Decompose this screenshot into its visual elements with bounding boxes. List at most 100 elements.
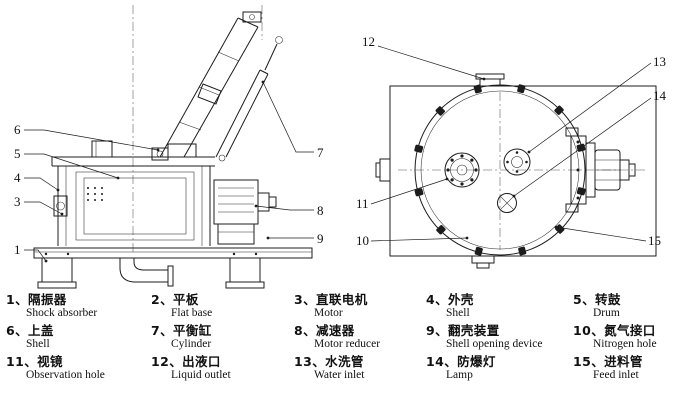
open-lid-drawing <box>151 11 262 161</box>
callout-3: 3 <box>14 194 21 209</box>
legend-num-8: 8、 <box>294 323 316 338</box>
legend-item-10: 10、氮气接口 Nitrogen hole <box>573 323 676 351</box>
callout-14: 14 <box>653 88 667 103</box>
legend-item-9: 9、翻壳装置 Shell opening device <box>426 323 573 351</box>
legend-num-10: 10、 <box>573 323 605 338</box>
legend-item-5: 5、转鼓 Drum <box>573 292 676 320</box>
lid-hinge <box>151 147 169 161</box>
legend-zh-3: 3、直联电机 <box>294 292 426 307</box>
legend-item-15: 15、进料管 Feed inlet <box>573 354 676 382</box>
deck-drawing <box>51 140 215 167</box>
legend-item-13: 13、水洗管 Water inlet <box>294 354 426 382</box>
legend-zh-9: 9、翻壳装置 <box>426 323 573 338</box>
shell-opening-device-drawing <box>565 127 636 213</box>
callout-12: 12 <box>362 34 375 49</box>
callout-15: 15 <box>648 233 661 248</box>
callout-4: 4 <box>14 170 21 185</box>
side-view-drawing: 6 5 4 3 1 7 8 9 <box>14 5 324 289</box>
legend-en-4: Shell <box>446 307 470 319</box>
legend-zh-11: 11、视镜 <box>6 354 151 369</box>
side-view-callouts: 6 5 4 3 1 7 8 9 <box>14 80 324 263</box>
legend-num-13: 13、 <box>294 354 326 369</box>
observation-window <box>53 195 68 217</box>
legend-num-12: 12、 <box>151 354 183 369</box>
legend-num-5: 5、 <box>573 292 595 307</box>
legend-num-11: 11、 <box>6 354 38 369</box>
legend-item-6: 6、上盖 Shell <box>6 323 151 351</box>
bottom-flange-tab <box>471 255 495 269</box>
rim-clamps <box>414 84 586 256</box>
legend-zh-label-4: 外壳 <box>448 292 474 307</box>
legend-zh-4: 4、外壳 <box>426 292 573 307</box>
legend-zh-label-12: 出液口 <box>182 354 221 369</box>
balance-cylinder-drawing <box>215 36 283 162</box>
legend-zh-8: 8、减速器 <box>294 323 426 338</box>
legend-zh-6: 6、上盖 <box>6 323 151 338</box>
callout-8: 8 <box>317 203 324 218</box>
legend-zh-label-13: 水洗管 <box>325 354 364 369</box>
callout-5: 5 <box>14 146 21 161</box>
legend-en-2: Flat base <box>171 307 213 319</box>
perforation-dots <box>87 187 103 201</box>
legend-zh-label-15: 进料管 <box>604 354 643 369</box>
legend-zh-label-5: 转鼓 <box>595 292 621 307</box>
legend-item-8: 8、减速器 Motor reducer <box>294 323 426 351</box>
shock-absorber-right <box>229 257 261 283</box>
legend-zh-label-6: 上盖 <box>28 323 54 338</box>
motor-reducer-drawing <box>213 179 277 245</box>
machine-body-drawing <box>53 166 211 246</box>
legend-num-7: 7、 <box>151 323 173 338</box>
callout-1: 1 <box>14 242 21 257</box>
legend-en-9: Shell opening device <box>446 338 543 350</box>
legend-zh-label-1: 隔振器 <box>28 292 67 307</box>
legend-zh-label-10: 氮气接口 <box>604 323 656 338</box>
legend-zh-10: 10、氮气接口 <box>573 323 676 338</box>
callout-11: 11 <box>356 196 369 211</box>
legend-en-6: Shell <box>26 338 50 350</box>
callout-10: 10 <box>356 233 369 248</box>
wash-pipe-port <box>497 193 517 213</box>
top-view-drawing: 12 13 14 11 10 15 <box>356 34 667 269</box>
legend-num-3: 3、 <box>294 292 316 307</box>
legend-item-11: 11、视镜 Observation hole <box>6 354 151 382</box>
legend-en-12: Liquid outlet <box>171 369 231 381</box>
legend-en-15: Feed inlet <box>593 369 639 381</box>
legend-num-15: 15、 <box>573 354 605 369</box>
outlet-pipe <box>119 258 168 283</box>
parts-legend: 1、隔振器 Shock absorber 2、平板 Flat base 3、直联… <box>6 292 676 382</box>
callout-13: 13 <box>653 54 666 69</box>
callout-9: 9 <box>317 231 324 246</box>
legend-zh-label-3: 直联电机 <box>316 292 368 307</box>
shell-outline <box>389 85 657 257</box>
legend-en-11: Observation hole <box>26 369 105 381</box>
legend-zh-1: 1、隔振器 <box>6 292 151 307</box>
legend-item-7: 7、平衡缸 Cylinder <box>151 323 294 351</box>
legend-zh-12: 12、出液口 <box>151 354 294 369</box>
legend-en-5: Drum <box>593 307 620 319</box>
legend-zh-13: 13、水洗管 <box>294 354 426 369</box>
legend-en-3: Motor <box>314 307 343 319</box>
legend-num-2: 2、 <box>151 292 173 307</box>
legend-zh-label-2: 平板 <box>173 292 199 307</box>
legend-en-10: Nitrogen hole <box>593 338 657 350</box>
top-view-callouts: 12 13 14 11 10 15 <box>356 34 667 248</box>
legend-item-12: 12、出液口 Liquid outlet <box>151 354 294 382</box>
legend-zh-15: 15、进料管 <box>573 354 676 369</box>
legend-item-2: 2、平板 Flat base <box>151 292 294 320</box>
drum-outline <box>75 171 195 241</box>
legend-en-14: Lamp <box>446 369 473 381</box>
callout-7: 7 <box>317 145 324 160</box>
legend-en-8: Motor reducer <box>314 338 381 350</box>
callout-6: 6 <box>14 122 21 137</box>
legend-zh-7: 7、平衡缸 <box>151 323 294 338</box>
legend-en-1: Shock absorber <box>26 307 98 319</box>
legend-zh-5: 5、转鼓 <box>573 292 676 307</box>
center-flange <box>444 152 480 188</box>
legend-item-3: 3、直联电机 Motor <box>294 292 426 320</box>
legend-zh-label-11: 视镜 <box>37 354 63 369</box>
top-flange-tab <box>475 73 505 87</box>
legend-item-1: 1、隔振器 Shock absorber <box>6 292 151 320</box>
legend-zh-label-9: 翻壳装置 <box>448 323 500 338</box>
legend-num-1: 1、 <box>6 292 28 307</box>
